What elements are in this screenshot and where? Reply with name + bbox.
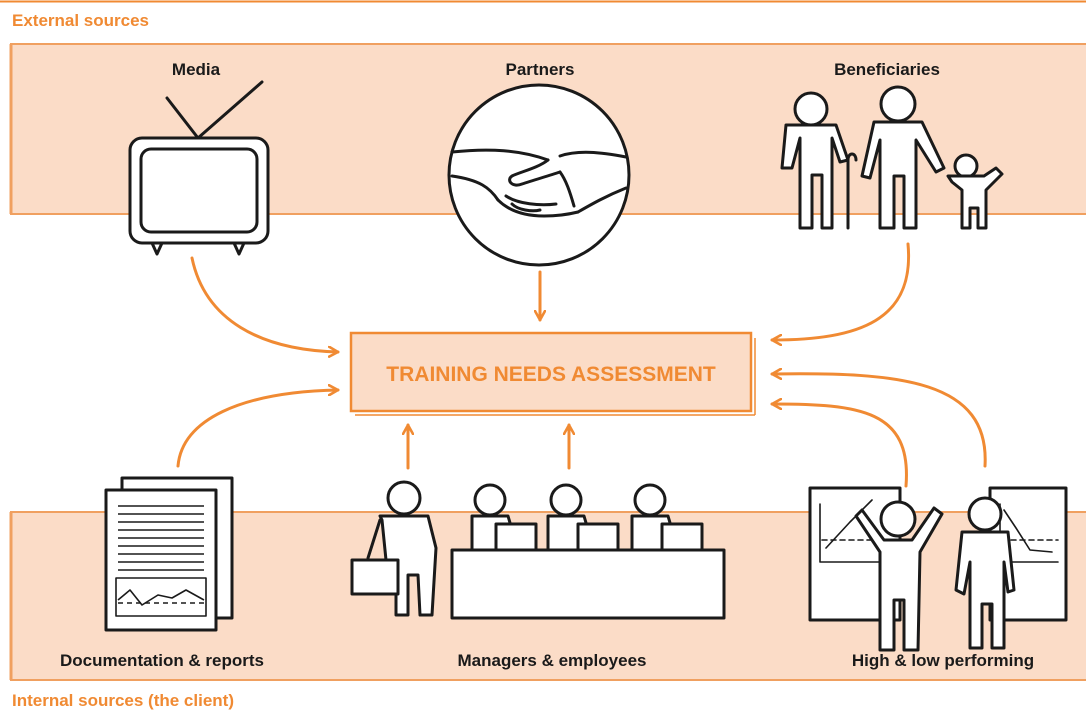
external-sources-label: External sources — [12, 11, 149, 30]
handshake-icon — [447, 83, 631, 267]
documents-icon — [104, 476, 234, 632]
tv-icon — [128, 80, 270, 256]
performance-label: High & low performing — [852, 651, 1034, 670]
arrow-high-performing — [770, 404, 908, 488]
center-title: TRAINING NEEDS ASSESSMENT — [386, 363, 716, 386]
training-needs-assessment-box: TRAINING NEEDS ASSESSMENT — [349, 331, 756, 416]
arrow-low-performing — [770, 374, 987, 468]
meeting-icon — [350, 480, 726, 620]
arrow-media — [190, 256, 340, 352]
arrow-documentation — [176, 390, 340, 468]
media-label: Media — [172, 60, 221, 79]
beneficiaries-label: Beneficiaries — [834, 60, 940, 79]
managers-label: Managers & employees — [458, 651, 647, 670]
documentation-label: Documentation & reports — [60, 651, 264, 670]
partners-label: Partners — [506, 60, 575, 79]
family-icon — [780, 85, 1004, 230]
performance-charts-icon — [808, 486, 1068, 652]
internal-sources-label: Internal sources (the client) — [12, 691, 234, 710]
arrow-beneficiaries — [770, 242, 911, 340]
